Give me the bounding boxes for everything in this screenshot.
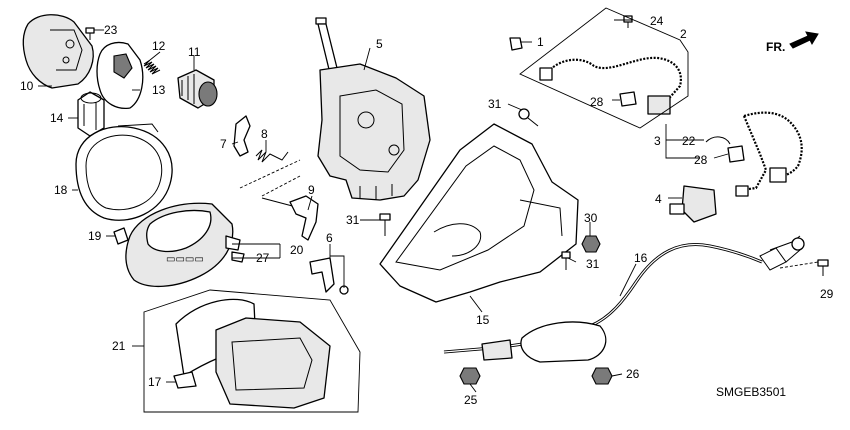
- part-10-knob-cover: [22, 14, 94, 89]
- callout-11: 11: [188, 45, 201, 59]
- callout-8: 8: [261, 127, 268, 141]
- part-28-connector-upper: [619, 91, 637, 107]
- part-9-lever: [261, 195, 319, 241]
- part-28-connector-lower: [727, 145, 745, 163]
- front-arrow-icon: [789, 31, 819, 49]
- callout-9: 9: [308, 183, 315, 197]
- part-15-base-bracket: [379, 123, 579, 303]
- part-2-harness: [539, 56, 682, 115]
- callout-31-right: 31: [586, 257, 600, 271]
- callout-28-upper: 28: [590, 95, 604, 109]
- part-31-bolt-upper: [518, 108, 539, 127]
- callout-27: 27: [256, 251, 270, 265]
- callout-14: 14: [50, 111, 64, 125]
- callout-23: 23: [104, 23, 118, 37]
- part-18-ring: [75, 123, 173, 221]
- svg-text:▭▭▭▭: ▭▭▭▭: [166, 254, 204, 265]
- callout-16: 16: [634, 251, 648, 265]
- callout-1: 1: [537, 35, 544, 49]
- callout-labels: 1 2 3 4 5 6 7 8 9 10 11 12 13 14 15 16 1…: [20, 14, 834, 407]
- part-7-lever: [233, 115, 251, 157]
- callout-24: 24: [650, 14, 664, 28]
- callout-29: 29: [820, 287, 834, 301]
- part-8-spring: [255, 149, 289, 163]
- part-31-bolt-left: [379, 213, 391, 236]
- callout-26: 26: [626, 367, 640, 381]
- callout-17: 17: [148, 375, 162, 389]
- callout-15: 15: [476, 313, 490, 327]
- part-4-solenoid: [669, 185, 717, 223]
- callout-22: 22: [682, 134, 696, 148]
- callout-18: 18: [54, 183, 68, 197]
- part-29-bolt: [817, 259, 829, 276]
- part-21-indicator-panel: [143, 289, 361, 413]
- part-14-knob-core: [77, 91, 105, 137]
- part-25-nut: [459, 367, 481, 385]
- callout-21: 21: [112, 339, 126, 353]
- callout-31-left: 31: [346, 213, 360, 227]
- part-3-harness: [735, 111, 803, 197]
- part-6-bracket: [309, 257, 349, 295]
- callout-2: 2: [680, 27, 687, 41]
- callout-19: 19: [88, 229, 102, 243]
- part-27-clips: [225, 235, 245, 263]
- part-31-bolt-right: [561, 251, 571, 270]
- callout-31-upper: 31: [488, 97, 502, 111]
- callout-28-lower: 28: [694, 153, 708, 167]
- front-direction-marker: FR.: [766, 31, 819, 54]
- part-5-shift-lever: [315, 17, 431, 201]
- callout-6: 6: [326, 231, 333, 245]
- callout-7: 7: [220, 137, 227, 151]
- callout-3: 3: [654, 134, 661, 148]
- part-16-shift-cable: [443, 235, 805, 363]
- part-1-clip: [509, 37, 523, 51]
- part-12-spring: [143, 59, 161, 75]
- part-26-nut: [591, 367, 613, 385]
- part-30-nut: [581, 235, 601, 253]
- callout-12: 12: [152, 39, 166, 53]
- diagram-code: SMGEB3501: [716, 385, 786, 399]
- part-11-button: [177, 69, 218, 109]
- part-19-clip: [113, 227, 129, 245]
- part-22-clip: [705, 136, 731, 145]
- part-23-screw: [85, 27, 95, 40]
- callout-5: 5: [376, 37, 383, 51]
- callout-20: 20: [290, 243, 304, 257]
- part-13-knob-cover: [96, 41, 144, 110]
- callout-25: 25: [464, 393, 478, 407]
- callout-4: 4: [655, 192, 662, 206]
- leader-lines: [38, 7, 819, 393]
- callout-13: 13: [152, 83, 166, 97]
- callout-30: 30: [584, 211, 598, 225]
- front-marker-text: FR.: [766, 40, 785, 54]
- part-20-bezel: ▭▭▭▭: [125, 202, 234, 288]
- part-17-clip: [173, 371, 197, 389]
- callout-10: 10: [20, 79, 34, 93]
